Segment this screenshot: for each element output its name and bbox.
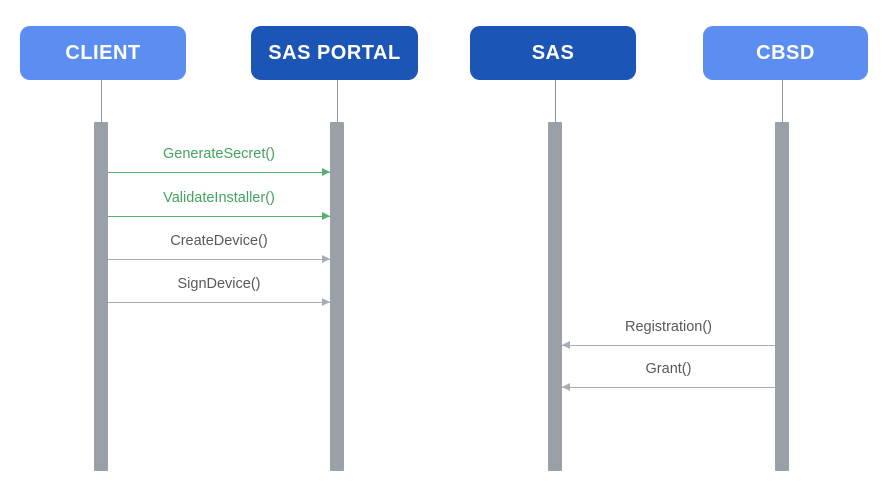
message-label-registration: Registration()	[624, 319, 713, 335]
message-line-grant	[562, 387, 775, 388]
arrow-head-left-registration	[562, 341, 570, 349]
actor-box-sas-portal[interactable]: SAS PORTAL	[251, 26, 418, 80]
lifeline-cbsd	[782, 80, 783, 122]
arrow-head-left-grant	[562, 383, 570, 391]
arrow-head-right-generate-secret	[322, 168, 330, 176]
message-label-create-device: CreateDevice()	[170, 233, 268, 249]
activation-bar-cbsd	[775, 122, 789, 471]
arrow-head-right-sign-device	[322, 298, 330, 306]
actor-box-sas[interactable]: SAS	[470, 26, 636, 80]
message-line-generate-secret	[108, 172, 330, 173]
lifeline-sas	[555, 80, 556, 122]
lifeline-sas-portal	[337, 80, 338, 122]
actor-box-client[interactable]: CLIENT	[20, 26, 186, 80]
message-line-registration	[562, 345, 775, 346]
message-label-validate-installer: ValidateInstaller()	[163, 190, 275, 206]
activation-bar-sas-portal	[330, 122, 344, 471]
message-line-sign-device	[108, 302, 330, 303]
activation-bar-client	[94, 122, 108, 471]
message-label-grant: Grant()	[645, 361, 692, 377]
activation-bar-sas	[548, 122, 562, 471]
message-label-generate-secret: GenerateSecret()	[162, 146, 276, 162]
lifeline-client	[101, 80, 102, 122]
actor-box-cbsd[interactable]: CBSD	[703, 26, 868, 80]
message-line-validate-installer	[108, 216, 330, 217]
arrow-head-right-create-device	[322, 255, 330, 263]
message-line-create-device	[108, 259, 330, 260]
arrow-head-right-validate-installer	[322, 212, 330, 220]
message-label-sign-device: SignDevice()	[177, 276, 261, 292]
